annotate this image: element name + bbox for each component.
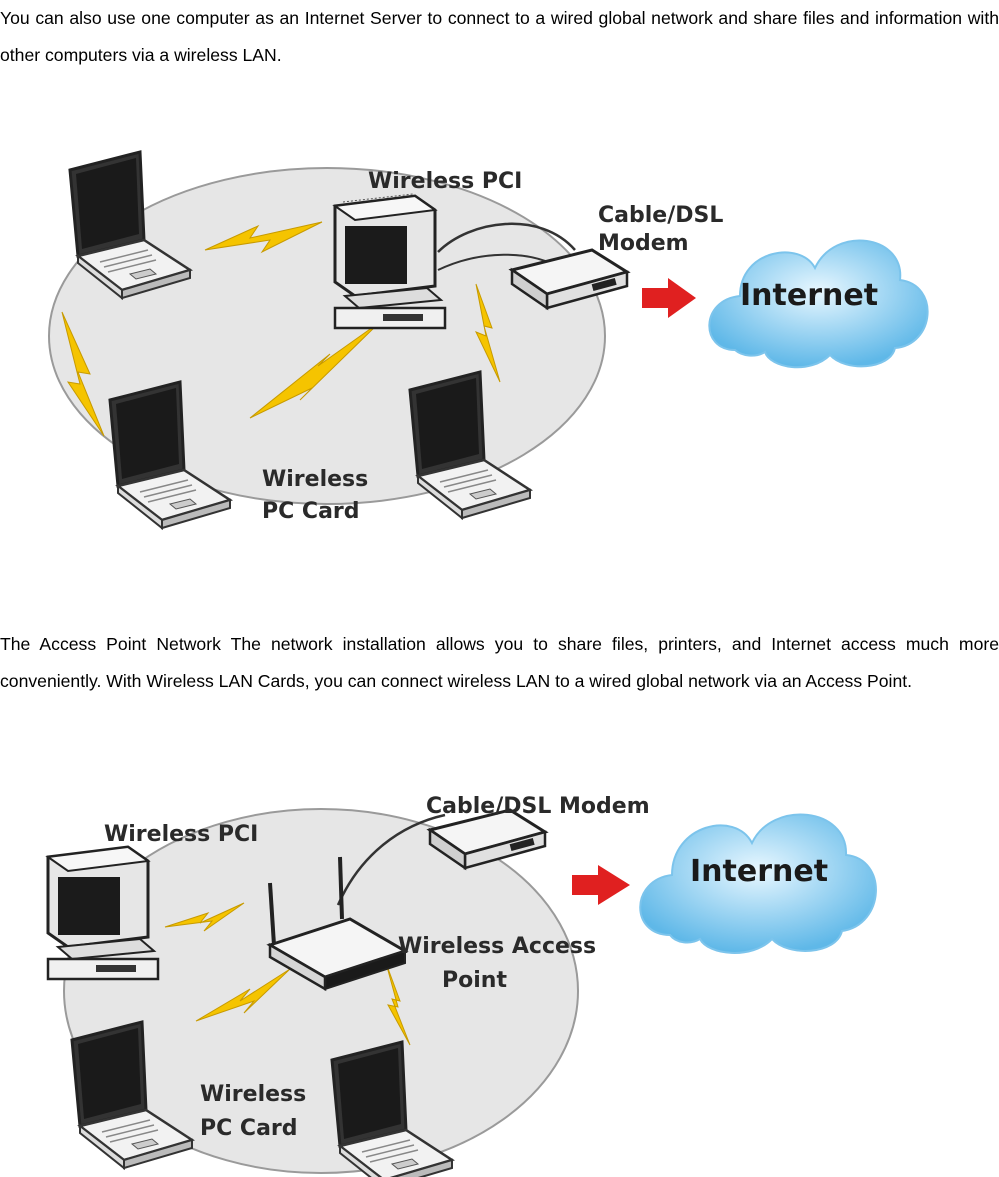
wireless-pci-label: Wireless PCI [104,822,258,847]
wireless-signal-icon [164,902,245,932]
desktop-computer-icon [333,192,447,330]
access-point-label-line2: Point [442,968,507,993]
internet-label: Internet [690,854,828,889]
arrow-icon [572,865,630,905]
access-point-paragraph: The Access Point Network The network ins… [0,634,999,691]
pc-card-label-line1: Wireless [262,467,368,492]
modem-label: Cable/DSL Modem [426,794,650,819]
server-network-diagram: Internet Wireless PCI Cable/DSL Modem Wi… [48,150,929,530]
pc-card-label-line1: Wireless [200,1082,306,1107]
wireless-signal-icon [204,221,323,254]
wireless-pci-label: Wireless PCI [368,169,522,194]
internet-cloud-icon: Internet [708,239,929,369]
wireless-signal-icon [385,962,411,1046]
arrow-icon [642,278,696,318]
desktop-computer-icon [46,845,160,981]
modem-label-line1: Cable/DSL [598,203,723,228]
wireless-signal-icon [474,283,501,383]
intro-paragraph: You can also use one computer as an Inte… [0,8,999,65]
internet-cloud-icon: Internet [639,813,877,954]
modem-label-line2: Modem [598,231,689,256]
pc-card-label-line2: PC Card [262,499,360,524]
access-point-network-diagram: Internet Wireless PCI Cable/DSL Modem Wi… [46,794,877,1177]
access-point-icon [266,856,409,992]
pc-card-label-line2: PC Card [200,1116,298,1141]
internet-label: Internet [740,278,878,313]
access-point-label-line1: Wireless Access [398,934,596,959]
wireless-signal-icon [61,311,105,437]
